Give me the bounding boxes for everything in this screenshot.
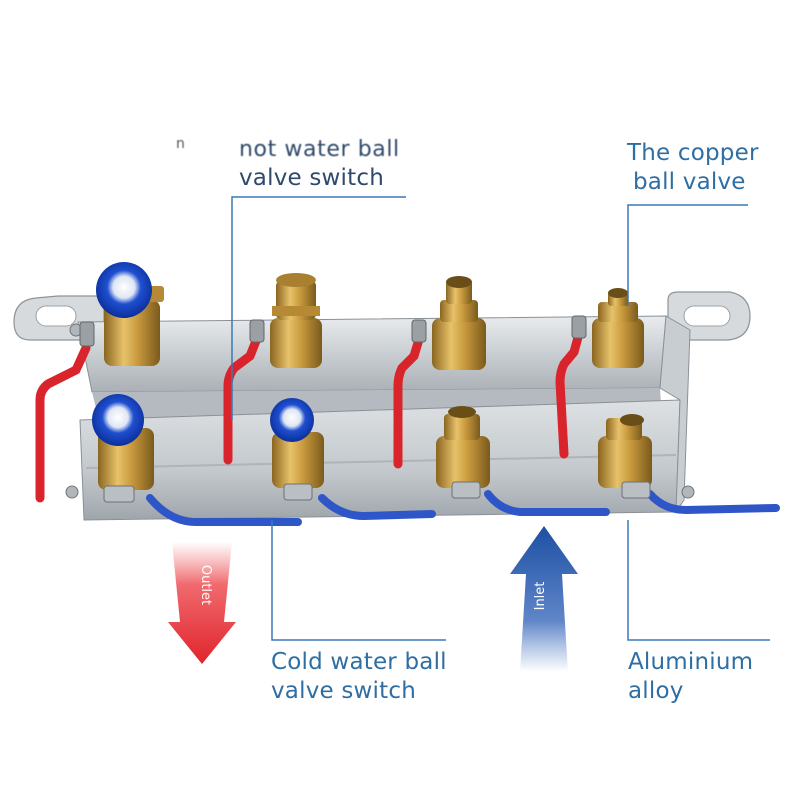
aluminium-label-line2: alloy [628,678,684,704]
bottom-valve-4 [598,414,652,488]
cold-water-valve-label: Cold water ball valve switch [271,648,447,706]
copper-label-line1: The copper [627,140,759,166]
inlet-arrow-icon: Inlet [510,526,578,672]
hot-water-label-line2: valve switch [239,165,384,191]
cold-water-leader [271,520,446,641]
bottom-valve-3 [436,406,490,488]
cold-water-blue-handles [103,481,780,526]
top-valve-1 [96,262,164,366]
aluminium-label: Aluminium alloy [628,648,753,706]
hot-water-red-handles [35,315,587,503]
top-valve-4 [592,288,644,368]
copper-leader [627,204,748,306]
hot-water-label-line1: not water ball [239,137,400,162]
faint-watermark-text: n [176,136,185,152]
right-mounting-tab [667,291,751,341]
leader-lines [231,196,770,641]
hot-water-valve-label: not water ball valve switch [239,135,400,193]
push-fit-connector-icon [92,394,144,446]
push-fit-connector-icon [96,262,152,318]
push-fit-connector-icon [270,398,314,442]
outlet-label: Outlet [198,565,213,605]
top-valve-2 [270,273,322,368]
outlet-arrow-icon: Outlet [168,542,236,664]
top-valve-3 [432,276,486,370]
copper-label-line2: ball valve [633,169,746,195]
copper-valve-label: The copper ball valve [627,139,759,197]
cold-water-label-line1: Cold water ball [271,649,447,675]
inlet-label: Inlet [533,582,548,611]
bottom-valve-1 [92,394,154,490]
aluminium-leader [627,520,770,641]
cold-water-label-line2: valve switch [271,678,416,704]
aluminium-label-line1: Aluminium [628,649,754,675]
hot-water-leader [231,196,406,420]
bottom-valve-2 [270,398,324,488]
